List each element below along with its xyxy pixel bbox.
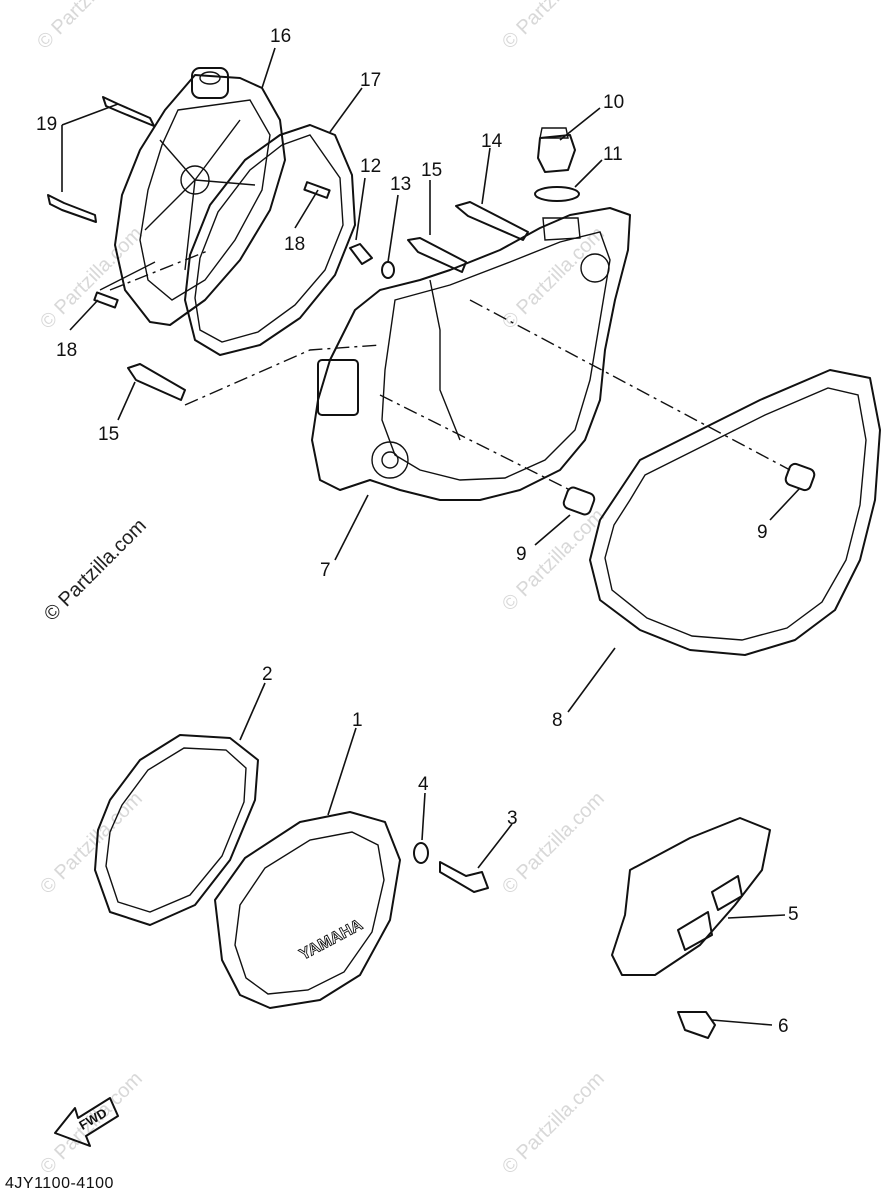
part-19-bolts <box>47 96 155 223</box>
part-6-bolt <box>677 1011 716 1039</box>
centerline <box>184 344 381 406</box>
part-11-o-ring <box>534 186 580 202</box>
callout-9: 9 <box>757 522 768 543</box>
leader-lines <box>61 47 801 1026</box>
part-17-cover-gasket <box>184 124 356 356</box>
callout-19: 19 <box>36 114 57 135</box>
callout-11: 11 <box>603 144 623 165</box>
part-1-magneto-cover: YAMAHA <box>214 811 401 1009</box>
callout-5: 5 <box>788 904 799 925</box>
diagram-code: 4JY1100-4100 <box>5 1175 114 1192</box>
part-14-bolt <box>455 201 529 241</box>
callout-12: 12 <box>360 156 381 177</box>
part-7-crankcase-cover <box>311 207 631 501</box>
part-2-cover-gasket <box>94 734 259 926</box>
part-13-washer <box>381 261 395 279</box>
callout-17: 17 <box>360 70 381 91</box>
watermark: © Partzilla.com <box>33 0 144 54</box>
part-10-oil-filler-plug <box>537 127 576 173</box>
part-8-crankcase-gasket <box>589 369 881 656</box>
watermark-dark: © Partzilla.com <box>40 515 151 626</box>
callout-10: 10 <box>603 92 624 113</box>
oil-fill-boss <box>542 217 581 241</box>
part-3-bolt <box>439 861 489 893</box>
part-16-clutch-cover <box>114 67 286 326</box>
part-4-washer <box>413 842 429 864</box>
callout-8: 8 <box>552 710 563 731</box>
callout-18: 18 <box>56 340 77 361</box>
part-9-dowels <box>562 462 816 516</box>
cover-brand-text: YAMAHA <box>297 916 366 963</box>
part-5-sprocket-guard <box>611 817 771 976</box>
watermark: © Partzilla.com <box>498 1068 609 1179</box>
watermark: © Partzilla.com <box>36 788 147 899</box>
watermarks: © Partzilla.com © Partzilla.com © Partzi… <box>33 0 609 1179</box>
watermark: © Partzilla.com <box>498 788 609 899</box>
callout-1: 1 <box>352 710 363 731</box>
callout-16: 16 <box>270 26 291 47</box>
callout-9: 9 <box>516 544 527 565</box>
callout-13: 13 <box>390 174 411 195</box>
centerline <box>109 249 211 291</box>
centerline <box>379 394 571 491</box>
callout-7: 7 <box>320 560 331 581</box>
part-15-bolts <box>127 237 467 401</box>
part-12-bolt <box>349 243 373 265</box>
callout-18: 18 <box>284 234 305 255</box>
callout-2: 2 <box>262 664 273 685</box>
callout-3: 3 <box>507 808 518 829</box>
callout-4: 4 <box>418 774 429 795</box>
callout-14: 14 <box>481 131 503 152</box>
watermark: © Partzilla.com <box>36 223 147 334</box>
callout-6: 6 <box>778 1016 789 1037</box>
watermark: © Partzilla.com <box>498 505 609 616</box>
callout-15: 15 <box>98 424 119 445</box>
watermark: © Partzilla.com <box>498 0 609 54</box>
callout-15: 15 <box>421 160 442 181</box>
centerline <box>469 299 791 471</box>
